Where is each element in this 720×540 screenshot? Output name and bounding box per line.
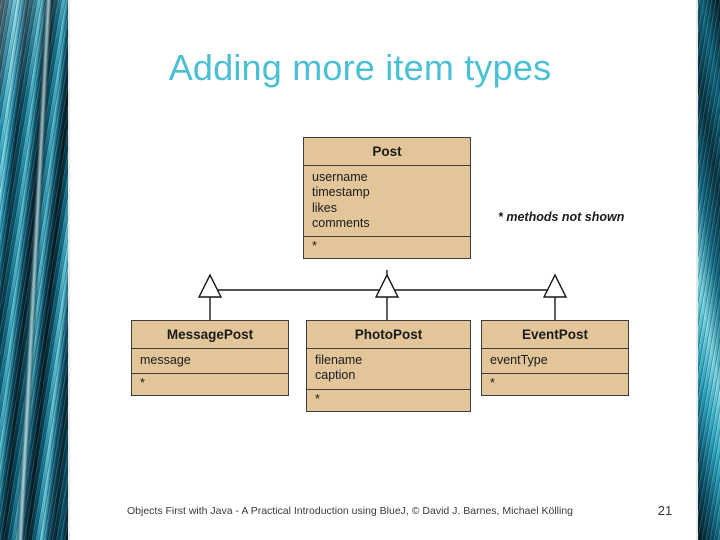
uml-attribute: caption (315, 368, 356, 383)
uml-class-name: EventPost (482, 321, 628, 349)
diagram-note: * methods not shown (498, 210, 625, 224)
uml-attribute: comments (312, 215, 370, 230)
uml-attribute: filename (315, 353, 363, 367)
uml-methods: * (312, 239, 317, 253)
page-number: 21 (657, 503, 673, 518)
uml-attribute: username (312, 170, 368, 184)
feather-decoration-left (0, 0, 68, 540)
uml-attribute: timestamp (312, 185, 370, 200)
uml-class-name: PhotoPost (307, 321, 470, 349)
uml-attribute: likes (312, 200, 338, 215)
uml-attributes: eventType (482, 349, 628, 375)
feather-decoration-right (698, 0, 720, 540)
uml-methods: * (315, 391, 320, 406)
uml-attributes: username timestamp likes comments (304, 166, 470, 237)
uml-attribute: eventType (490, 353, 548, 367)
uml-attributes: message (132, 349, 288, 375)
footer-attribution: Objects First with Java - A Practical In… (126, 505, 573, 517)
uml-attributes: filename caption (307, 349, 470, 390)
uml-class-name: MessagePost (132, 321, 288, 349)
uml-methods: * (490, 376, 495, 391)
uml-methods: * (140, 376, 145, 391)
uml-class-eventpost: EventPost eventType * (481, 320, 629, 397)
inheritance-connectors (197, 270, 568, 320)
uml-class-diagram: Post username timestamp likes comments *… (68, 125, 698, 465)
right-divider (696, 0, 698, 540)
feather-gradient (698, 0, 720, 540)
uml-attribute: message (140, 353, 191, 367)
uml-class-name: Post (304, 138, 470, 166)
left-divider (68, 0, 70, 540)
slide-title: Adding more item types (168, 47, 552, 88)
uml-class-post: Post username timestamp likes comments * (303, 137, 471, 259)
feather-barbs (698, 0, 720, 540)
uml-class-photopost: PhotoPost filename caption * (306, 320, 471, 412)
uml-class-messagepost: MessagePost message * (131, 320, 289, 397)
